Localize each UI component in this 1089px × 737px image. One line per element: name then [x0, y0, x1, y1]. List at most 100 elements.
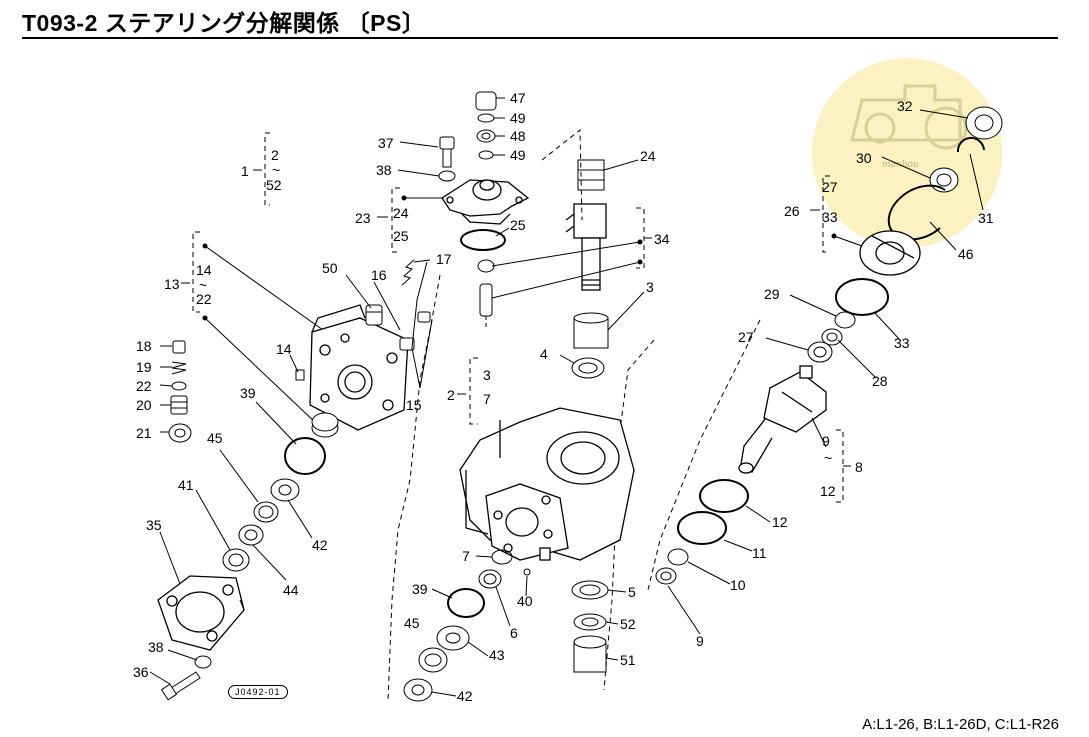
callout-6: 6 — [510, 625, 518, 641]
callout-24b: 24 — [640, 148, 656, 164]
callout-36: 36 — [133, 664, 149, 680]
ref-bracket-34 — [636, 207, 645, 269]
washer-42b — [403, 678, 433, 702]
callout-22: 22 — [136, 378, 152, 394]
callout-12b: 12 — [772, 514, 788, 530]
sleeve-collar — [311, 412, 339, 438]
callout-37: 37 — [378, 135, 394, 151]
washer-44 — [238, 524, 264, 546]
svg-text:~: ~ — [272, 162, 280, 178]
end-cover-35 — [157, 575, 245, 651]
callout-48: 48 — [510, 128, 526, 144]
bearing-3 — [573, 312, 609, 349]
part-18 — [172, 340, 186, 354]
callout-51: 51 — [620, 652, 636, 668]
spool-piece — [477, 259, 495, 273]
oring-29 — [834, 311, 856, 329]
seal-5 — [571, 580, 609, 600]
callout-44: 44 — [283, 582, 299, 598]
callout-14: 14 — [276, 341, 292, 357]
callout-26: 26 — [784, 203, 800, 219]
callout-27: 27 — [822, 179, 838, 195]
gear-housing-2 — [459, 407, 635, 561]
callout-33: 33 — [822, 209, 838, 225]
callout-52: 52 — [620, 616, 636, 632]
adjust-nut-33 — [859, 230, 921, 276]
washer-43 — [436, 625, 470, 651]
bearing-6 — [478, 569, 502, 589]
ref-bracket-13 — [192, 231, 200, 313]
callout-23: 23 — [355, 210, 371, 226]
callout-21: 21 — [136, 425, 152, 441]
bolt-37 — [439, 136, 455, 168]
callout-38: 38 — [148, 639, 164, 655]
bearing-32 — [965, 106, 1003, 140]
callout-40: 40 — [517, 593, 533, 609]
callout-39b: 39 — [412, 581, 428, 597]
nut-51 — [573, 635, 607, 673]
callout-13: 13 — [164, 276, 180, 292]
callout-39: 39 — [240, 385, 256, 401]
drawing-code-badge: J0492-01 — [228, 685, 288, 699]
callout-28: 28 — [872, 373, 888, 389]
callout-31: 31 — [978, 210, 994, 226]
callout-50: 50 — [322, 260, 338, 276]
spring-16 — [401, 259, 415, 286]
callout-4: 4 — [540, 346, 548, 362]
bearing-41 — [222, 548, 250, 572]
valve-cover-23 — [441, 179, 530, 225]
svg-text:~: ~ — [199, 277, 207, 293]
callout-10: 10 — [730, 577, 746, 593]
callout-46: 46 — [958, 246, 974, 262]
callout-7: 7 — [462, 548, 470, 564]
callout-19: 19 — [136, 359, 152, 375]
callout-30: 30 — [856, 150, 872, 166]
ref-bracket-2 — [469, 357, 478, 425]
washer-42 — [270, 478, 300, 502]
callout-45b: 45 — [404, 615, 420, 631]
washer-49a — [477, 113, 495, 123]
callout-20: 20 — [136, 397, 152, 413]
callout-49b: 49 — [510, 147, 526, 163]
callout-42b: 42 — [457, 688, 473, 704]
page-title: T093-2 ステアリング分解関係 〔PS〕 — [22, 10, 426, 36]
ref-bracket-8 — [836, 429, 844, 503]
ref-bracket-26 — [822, 175, 830, 253]
ball-40 — [523, 568, 531, 576]
callout-38b: 38 — [376, 162, 392, 178]
title-rule — [22, 37, 1058, 39]
oring-33b — [835, 278, 889, 316]
callout-16: 16 — [371, 267, 387, 283]
washer-52 — [573, 613, 607, 631]
washer-9b — [655, 567, 677, 585]
bearing-27 — [807, 341, 833, 363]
callout-15: 15 — [406, 397, 422, 413]
seal-45 — [253, 501, 279, 523]
ref-bracket-23 — [391, 187, 400, 253]
spool-15 — [399, 311, 431, 351]
svg-text:~: ~ — [824, 450, 832, 466]
callout-34: 34 — [654, 231, 670, 247]
callout-5: 5 — [628, 584, 636, 600]
callout-25: 25 — [393, 228, 409, 244]
callout-43: 43 — [489, 647, 505, 663]
callout-14-range-start: 14 — [196, 262, 212, 278]
callout-35: 35 — [146, 517, 162, 533]
sector-shaft-9 — [738, 365, 827, 474]
callout-9: 9 — [822, 433, 830, 449]
callout-45: 45 — [207, 430, 223, 446]
snap-ring-46 — [887, 184, 946, 241]
oring-39b — [447, 588, 485, 618]
callout-32: 32 — [897, 98, 913, 114]
nut-48 — [476, 129, 496, 143]
callout-3: 3 — [646, 279, 654, 295]
oring-39 — [284, 437, 326, 475]
callout-labels: 1 2 ~ 52 13 14 ~ 22 18 19 22 20 21 50 16… — [133, 90, 994, 704]
callout-52-range-end: 52 — [266, 177, 282, 193]
callout-11: 11 — [752, 545, 767, 561]
callout-24: 24 — [393, 205, 409, 221]
watermark-tractor-icon — [850, 84, 968, 150]
washer-38 — [194, 655, 212, 669]
callout-2-range-start: 2 — [271, 147, 279, 163]
cap-47 — [475, 91, 497, 111]
